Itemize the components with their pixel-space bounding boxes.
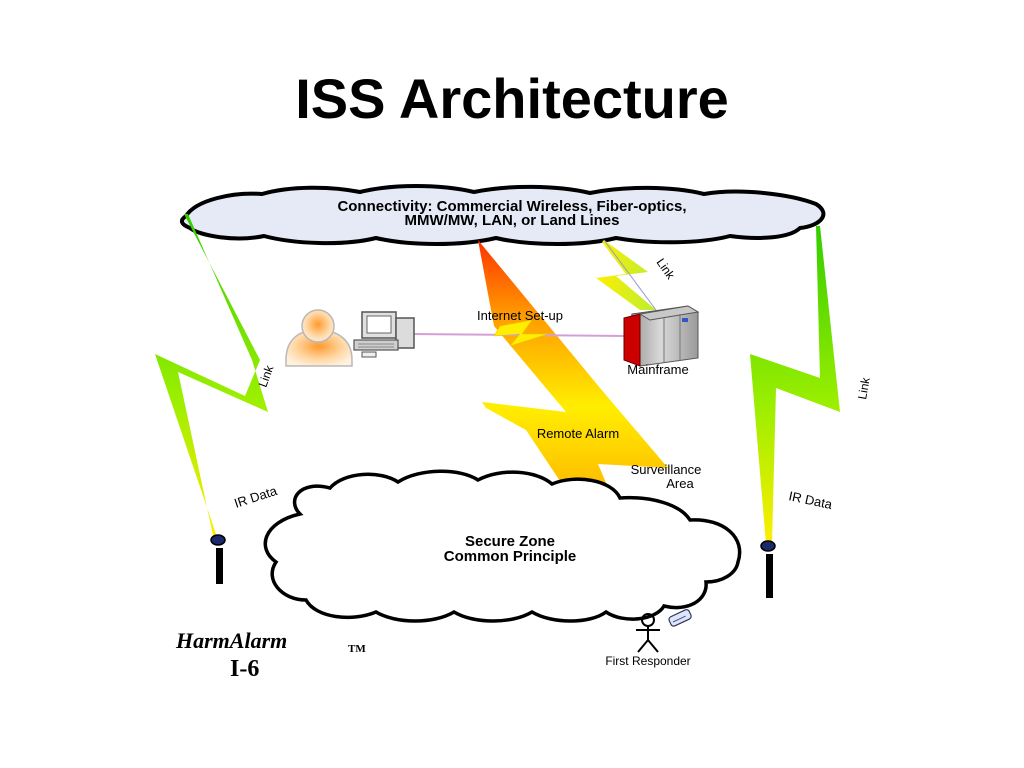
secure-zone-line-1: Secure Zone [465, 533, 555, 550]
mainframe-link-bolt-icon [596, 240, 656, 310]
brand-code: I-6 [230, 656, 259, 682]
internet-bolt-icon [493, 319, 549, 347]
left-lightning-bolt-icon [155, 214, 268, 540]
internet-setup-label: Internet Set-up [477, 308, 563, 323]
person-icon [285, 309, 353, 367]
link-right-label: Link [855, 375, 873, 400]
first-responder-label: First Responder [605, 654, 690, 668]
ir-data-right-label: IR Data [787, 488, 834, 512]
internet-link-line [409, 333, 627, 337]
right-lightning-bolt-icon [750, 226, 840, 544]
left-sensor-icon [210, 534, 226, 584]
mobile-phone-icon [668, 609, 692, 627]
ir-data-left-label: IR Data [232, 483, 279, 511]
remote-alarm-label: Remote Alarm [537, 426, 619, 441]
page-title: ISS Architecture [295, 67, 729, 130]
surveillance-area-label-1: Surveillance [631, 462, 702, 477]
surveillance-area-label-2: Area [666, 476, 694, 491]
stick-figure-icon [636, 613, 660, 653]
connectivity-line-2: MMW/MW, LAN, or Land Lines [405, 212, 620, 229]
link-top-label: Link [654, 256, 679, 283]
mainframe-label: Mainframe [627, 362, 688, 377]
connectivity-cloud-icon [179, 184, 826, 246]
right-sensor-icon [760, 540, 776, 598]
connectivity-line-1: Connectivity: Commercial Wireless, Fiber… [337, 198, 686, 215]
link-left-label: Link [256, 363, 277, 389]
secure-zone-line-2: Common Principle [444, 548, 577, 565]
computer-icon [353, 311, 415, 358]
brand-trademark: TM [348, 643, 366, 655]
brand-name: HarmAlarm [175, 628, 287, 653]
mainframe-icon [623, 305, 700, 367]
secure-zone-cloud-icon [263, 469, 742, 623]
